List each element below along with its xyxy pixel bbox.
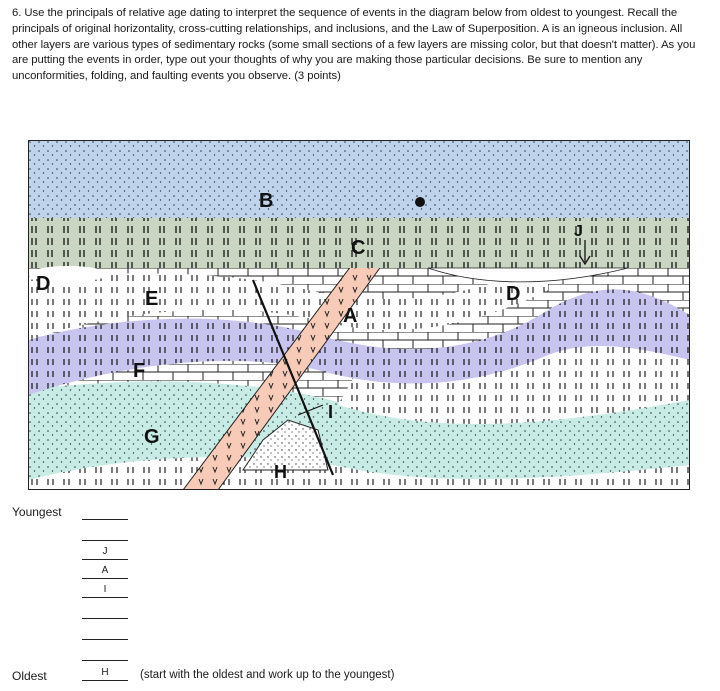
label-e: E: [145, 288, 158, 310]
answer-line-7[interactable]: [82, 626, 128, 640]
label-c: C: [351, 237, 365, 259]
oldest-label: Oldest: [12, 669, 47, 683]
answer-line-5[interactable]: I: [82, 584, 128, 598]
question-text: 6. Use the principals of relative age da…: [12, 7, 696, 83]
answer-line-9[interactable]: H: [82, 667, 128, 681]
answer-text: H: [101, 667, 109, 678]
geologic-cross-section-diagram: B C D D E A F I G H J: [28, 140, 690, 490]
label-a: A: [343, 305, 357, 327]
label-f: F: [133, 360, 145, 382]
label-d-right: D: [506, 283, 520, 305]
answer-line-4[interactable]: A: [82, 565, 128, 579]
label-g: G: [144, 426, 160, 448]
answer-line-8[interactable]: [82, 647, 128, 661]
ordering-note: (start with the oldest and work up to th…: [140, 669, 395, 681]
youngest-label: Youngest: [12, 505, 62, 519]
label-b: B: [259, 190, 273, 212]
answer-text: J: [102, 546, 108, 557]
label-d-left: D: [36, 273, 50, 295]
label-i: I: [328, 402, 333, 422]
answer-line-2[interactable]: [82, 527, 128, 541]
label-h: H: [274, 462, 287, 482]
answer-line-3[interactable]: J: [82, 546, 128, 560]
answer-line-6[interactable]: [82, 605, 128, 619]
answer-text: A: [101, 565, 109, 576]
label-j: J: [574, 223, 583, 240]
answer-line-1[interactable]: [82, 506, 128, 520]
answer-text: I: [103, 584, 107, 595]
